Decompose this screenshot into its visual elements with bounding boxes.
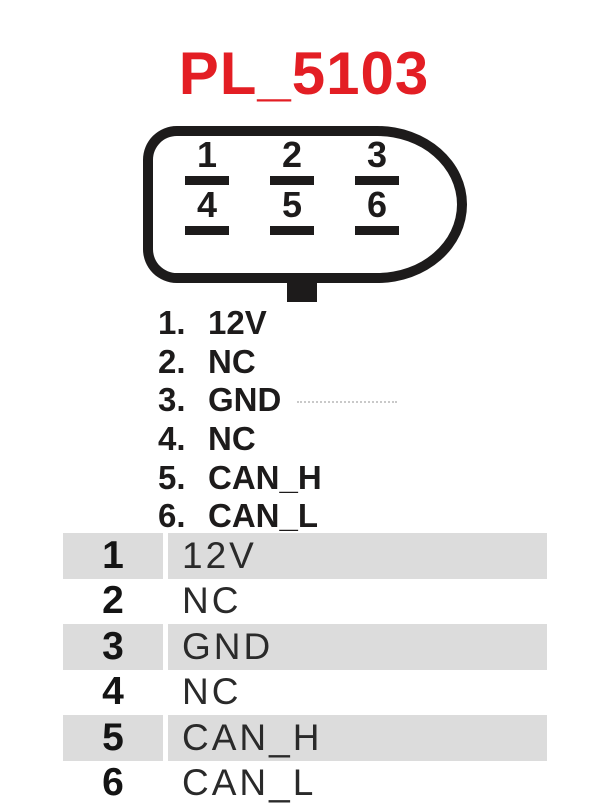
pin-contact-bar — [270, 226, 314, 235]
list-item-signal: GND — [208, 381, 282, 419]
gnd-dotted-underline — [297, 401, 397, 403]
table-cell-pin: 5 — [63, 715, 163, 761]
list-item-signal: NC — [208, 420, 256, 458]
pin-contact-bar — [355, 176, 399, 185]
list-item-number: 3. — [158, 381, 186, 419]
table-row: 5 CAN_H — [63, 715, 547, 761]
table-cell-pin: 3 — [63, 624, 163, 670]
connector-pin-3: 3 — [355, 137, 399, 185]
pin-number: 3 — [366, 134, 388, 175]
pin-contact-bar — [185, 226, 229, 235]
list-item-number: 5. — [158, 458, 186, 496]
table-row: 1 12V — [63, 533, 547, 579]
list-item-number: 6. — [158, 497, 186, 535]
connector-keying-tab — [287, 277, 317, 302]
table-row: 3 GND — [63, 624, 547, 670]
connector-pin-6: 6 — [355, 187, 399, 235]
pin-contact-bar — [355, 226, 399, 235]
connector-pin-5: 5 — [270, 187, 314, 235]
pin-number: 4 — [196, 184, 218, 225]
table-cell-signal: 12V — [168, 533, 547, 579]
table-row: 4 NC — [63, 670, 547, 716]
table-cell-pin: 4 — [102, 670, 124, 714]
table-cell-pin: 2 — [102, 579, 124, 623]
list-item: 2. NC — [158, 343, 322, 382]
list-item-signal: CAN_L — [208, 497, 319, 535]
table-cell-signal: CAN_L — [182, 762, 317, 804]
pin-contact-bar — [270, 176, 314, 185]
table-cell-signal: GND — [168, 624, 547, 670]
list-item: 3. GND — [158, 381, 322, 420]
pin-number: 5 — [281, 184, 303, 225]
table-cell-signal: NC — [182, 671, 242, 713]
pin-number: 6 — [366, 184, 388, 225]
list-item-number: 1. — [158, 304, 186, 341]
list-item-number: 4. — [158, 420, 186, 458]
pin-number: 2 — [281, 134, 303, 175]
list-item-signal: CAN_H — [208, 458, 322, 496]
list-item: 6. CAN_L — [158, 497, 322, 536]
table-cell-pin: 6 — [102, 761, 124, 805]
connector-pin-1: 1 — [185, 137, 229, 185]
table-cell-signal: NC — [182, 580, 242, 622]
connector-pin-2: 2 — [270, 137, 314, 185]
pin-number: 1 — [196, 134, 218, 175]
pin-signal-table: 1 12V 2 NC 3 GND 4 NC 5 CAN_H 6 CAN_L — [63, 533, 547, 806]
page-title: PL_5103 — [178, 40, 430, 107]
table-row: 2 NC — [63, 579, 547, 625]
table-cell-pin: 1 — [63, 533, 163, 579]
pin-contact-bar — [185, 176, 229, 185]
list-item-signal: 12V — [208, 304, 267, 341]
pin-signal-list: 1. 12V 2. NC 3. GND 4. NC 5. CAN_H 6. CA… — [158, 304, 322, 536]
list-item: 4. NC — [158, 420, 322, 459]
list-item: 5. CAN_H — [158, 459, 322, 498]
connector-pin-grid: 1 2 3 4 5 6 — [185, 137, 399, 235]
table-row: 6 CAN_L — [63, 761, 547, 807]
list-item-signal: NC — [208, 342, 256, 380]
connector-pin-4: 4 — [185, 187, 229, 235]
table-cell-signal: CAN_H — [168, 715, 547, 761]
list-item: 1. 12V — [158, 304, 322, 343]
list-item-number: 2. — [158, 342, 186, 380]
